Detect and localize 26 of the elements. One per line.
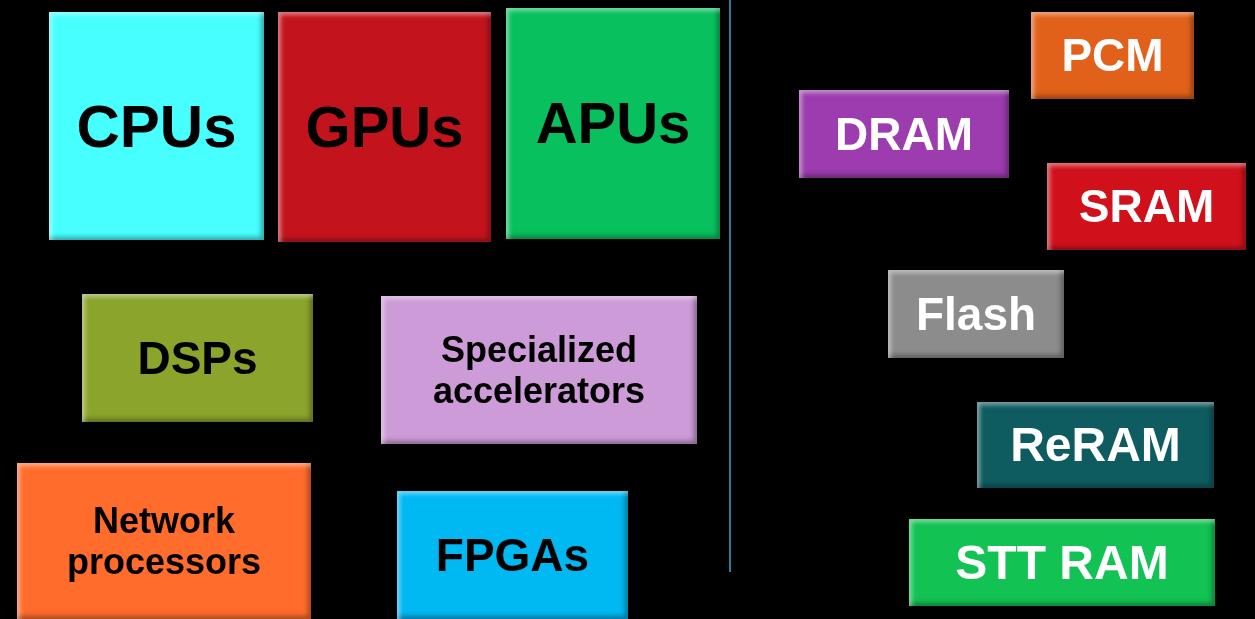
box-label: Specialized accelerators (431, 328, 647, 412)
box-label: DSPs (136, 331, 259, 385)
label-box (82, 294, 313, 422)
box-label: DRAM (834, 107, 974, 161)
label-box (49, 12, 264, 240)
box-label: ReRAM (1009, 417, 1182, 473)
box-label: GPUs (304, 93, 465, 161)
box-label: FPGAs (434, 528, 591, 582)
box-label: PCM (1060, 29, 1165, 82)
box-label: Network processors (65, 499, 263, 583)
label-box (799, 90, 1009, 178)
box-label: SRAM (1077, 180, 1216, 233)
box-label: STT RAM (954, 534, 1170, 591)
box-label: CPUs (75, 91, 238, 161)
label-box (397, 491, 628, 619)
label-box (977, 402, 1214, 488)
label-box (17, 463, 311, 619)
label-box (909, 519, 1215, 606)
label-box (381, 296, 697, 444)
box-label: Flash (914, 287, 1038, 341)
label-box (1031, 12, 1194, 99)
label-box (888, 270, 1064, 358)
label-box (506, 8, 720, 239)
box-label: APUs (534, 90, 692, 157)
label-box (1047, 163, 1246, 250)
label-box (278, 12, 491, 242)
